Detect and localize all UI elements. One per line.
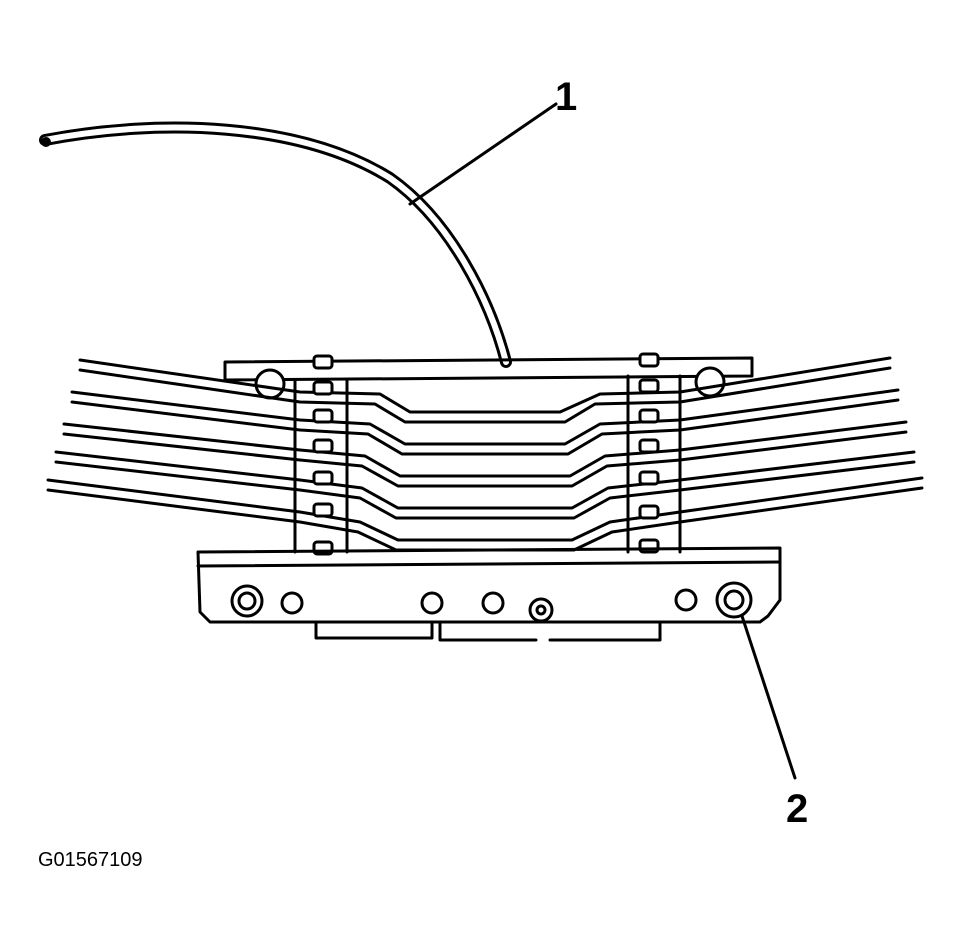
cable	[39, 121, 512, 368]
callout-2: 2	[786, 787, 808, 831]
bottom-mounting-plate	[196, 546, 782, 642]
figure-id: G01567109	[38, 849, 143, 871]
spring-wires	[46, 356, 924, 552]
leader-line-2	[740, 614, 797, 780]
fasteners	[230, 581, 753, 623]
wire-clips	[312, 352, 660, 556]
leader-line-1	[408, 102, 558, 206]
callout-1: 1	[555, 75, 577, 119]
